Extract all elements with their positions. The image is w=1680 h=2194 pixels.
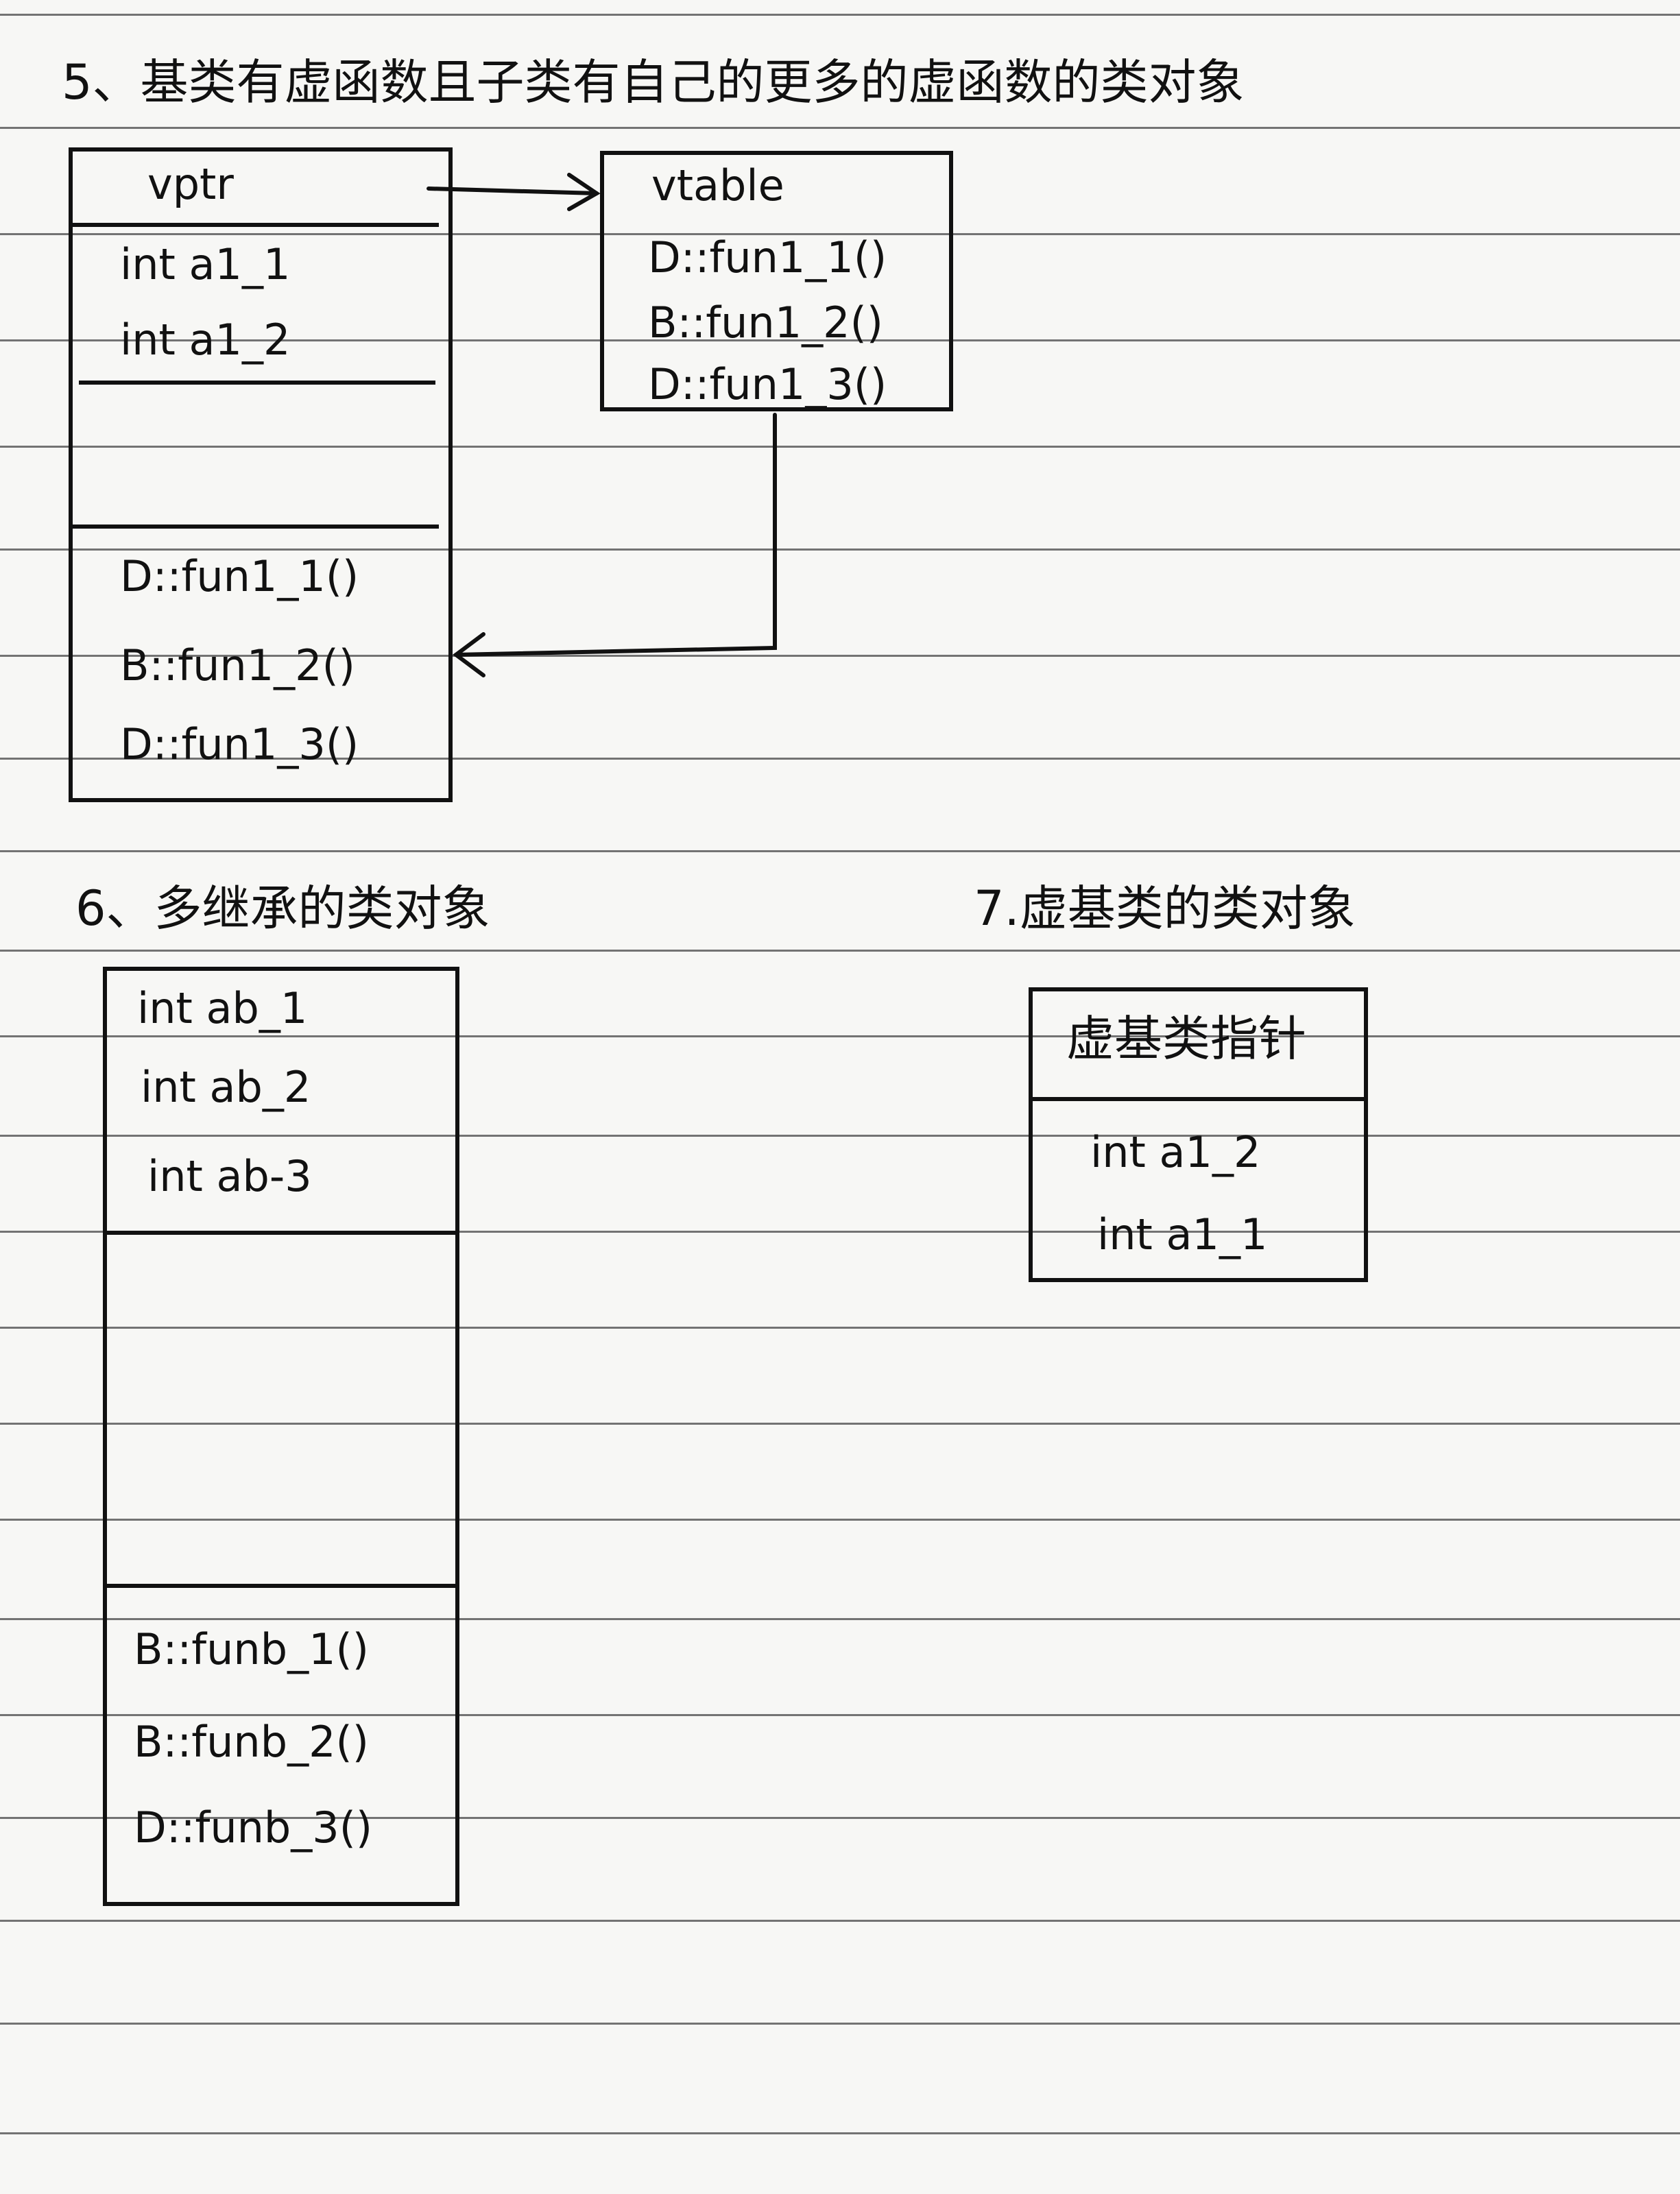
ruled-line — [0, 127, 1680, 129]
vptr-label: vptr — [147, 159, 234, 209]
ruled-line — [0, 1231, 1680, 1233]
fields-divider — [79, 381, 435, 385]
section6-object-box — [103, 967, 459, 1906]
section7-title: 7.虚基类的类对象 — [974, 880, 1356, 937]
section7-object-box — [1029, 987, 1368, 1282]
vtable-entry-3: D::fun1_3() — [648, 359, 887, 409]
ruled-line — [0, 850, 1680, 852]
functions-divider — [69, 525, 439, 529]
object-func-3: D::fun1_3() — [120, 719, 359, 769]
funb-1: B::funb_1() — [134, 1624, 369, 1674]
vtable-title: vtable — [651, 160, 784, 210]
object-func-2: B::fun1_2() — [120, 640, 355, 690]
ruled-line — [0, 655, 1680, 657]
vtable-entry-2: B::fun1_2() — [648, 298, 883, 348]
section6-fields-divider — [103, 1231, 459, 1235]
ruled-line — [0, 2132, 1680, 2134]
field-a1-1: int a1_1 — [120, 239, 291, 289]
vptr-divider — [69, 223, 439, 227]
ruled-line — [0, 2023, 1680, 2025]
ruled-line — [0, 233, 1680, 235]
vptr-to-vtable-arrow — [427, 173, 601, 211]
ruled-line — [0, 14, 1680, 16]
ruled-line — [0, 548, 1680, 551]
section6-title: 6、多继承的类对象 — [75, 880, 490, 937]
field-ab-2: int ab_2 — [141, 1062, 311, 1112]
field-ab-3: int ab-3 — [147, 1151, 312, 1201]
ruled-line — [0, 758, 1680, 760]
ruled-line — [0, 1135, 1680, 1137]
ruled-line — [0, 1920, 1680, 1922]
ruled-line — [0, 1714, 1680, 1716]
section5-title: 5、基类有虚函数且子类有自己的更多的虚函数的类对象 — [62, 54, 1245, 110]
ruled-line — [0, 339, 1680, 341]
section5-object-box — [69, 147, 453, 802]
vtable-box — [600, 151, 953, 411]
ruled-line — [0, 1035, 1680, 1037]
ruled-line — [0, 1423, 1680, 1425]
field-a1-1-vb: int a1_1 — [1097, 1209, 1268, 1259]
ruled-line — [0, 1519, 1680, 1521]
field-ab-1: int ab_1 — [137, 983, 308, 1033]
section6-functions-divider — [103, 1584, 459, 1588]
field-a1-2: int a1_2 — [120, 315, 291, 365]
vtable-entry-1: D::fun1_1() — [648, 232, 887, 282]
section7-divider — [1029, 1097, 1368, 1101]
virtual-base-pointer-label: 虚基类指针 — [1066, 1011, 1306, 1067]
funb-2: B::funb_2() — [134, 1717, 369, 1767]
vtable-to-functions-arrow — [453, 413, 777, 677]
ruled-line — [0, 1817, 1680, 1819]
ruled-line — [0, 950, 1680, 952]
ruled-line — [0, 1327, 1680, 1329]
object-func-1: D::fun1_1() — [120, 551, 359, 601]
ruled-line — [0, 446, 1680, 448]
ruled-line — [0, 1618, 1680, 1620]
funb-3: D::funb_3() — [134, 1803, 373, 1853]
field-a1-2-vb: int a1_2 — [1090, 1127, 1261, 1177]
